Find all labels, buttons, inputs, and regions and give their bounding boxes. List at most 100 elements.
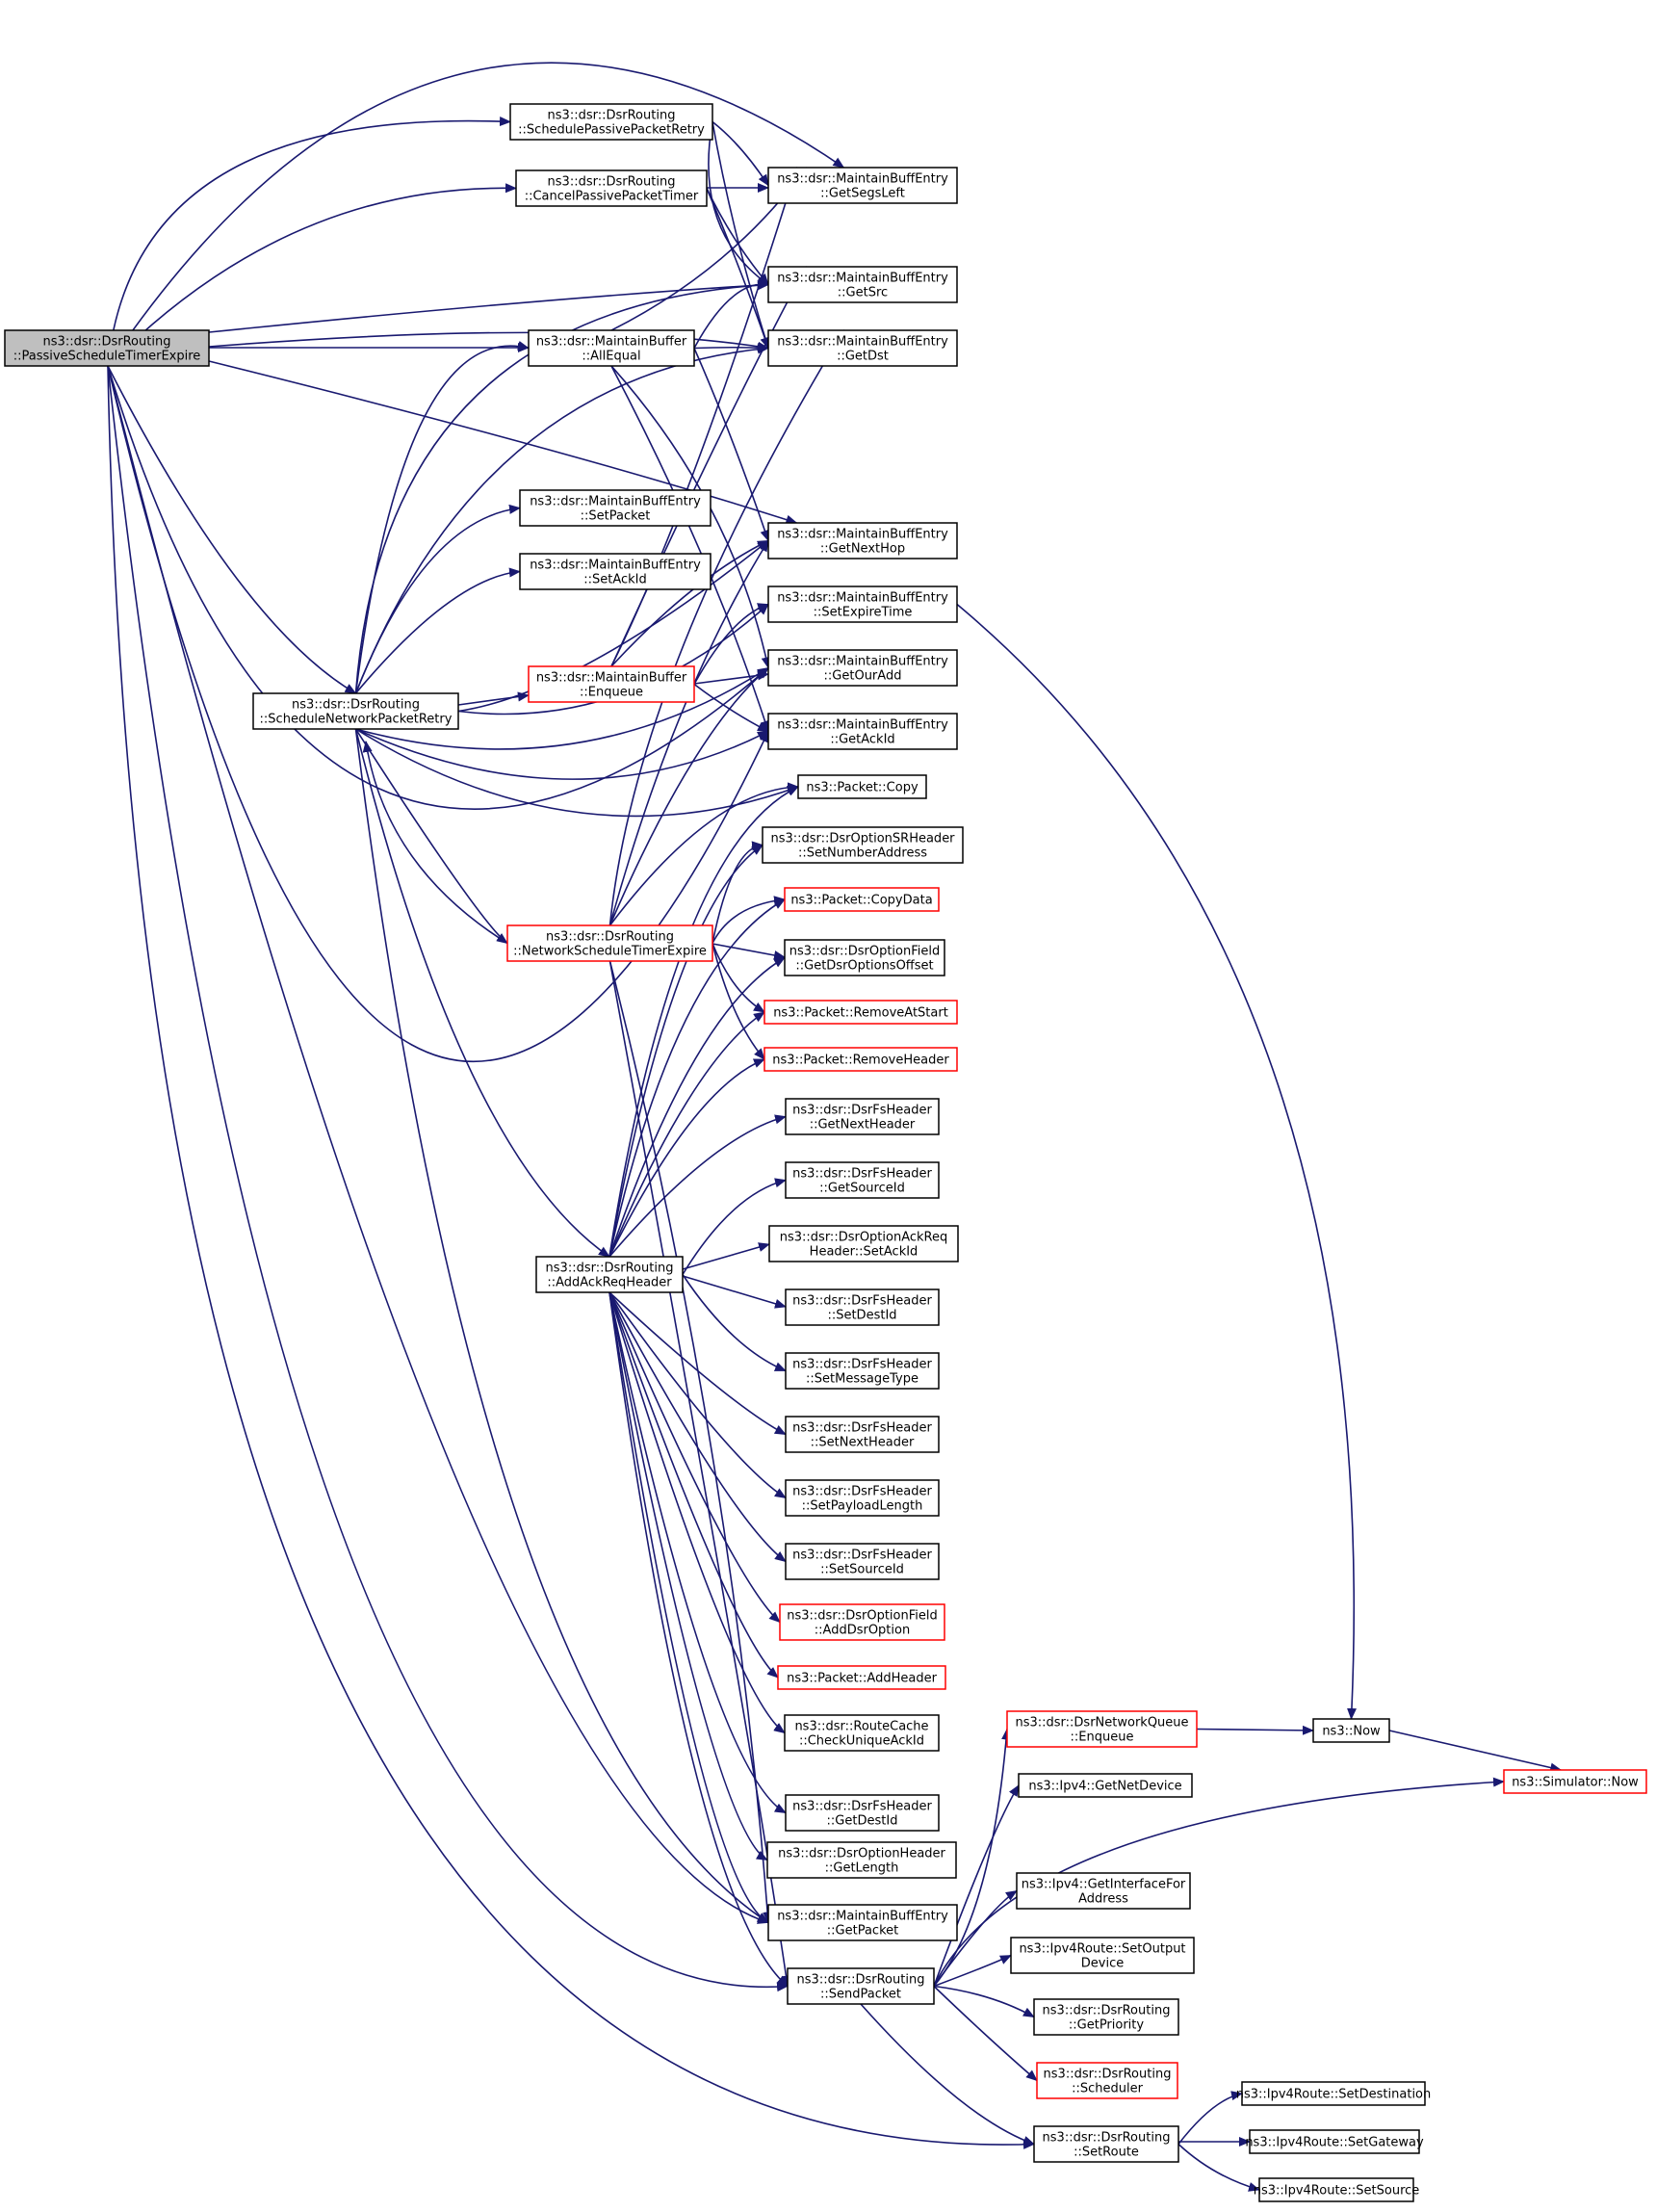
node-label: ns3::dsr::DsrRouting xyxy=(1043,2131,1171,2146)
call-edge xyxy=(608,1291,781,1624)
call-edge xyxy=(610,539,769,667)
node-label: ::GetDestId xyxy=(827,1814,898,1829)
node-getSrc[interactable]: ns3::dsr::MaintainBuffEntry::GetSrc xyxy=(767,266,958,303)
node-getPriority[interactable]: ns3::dsr::DsrRouting::GetPriority xyxy=(1033,1998,1179,2036)
node-enqueue[interactable]: ns3::dsr::MaintainBuffer::Enqueue xyxy=(528,665,695,703)
function-nodes: ns3::dsr::DsrRouting::PassiveScheduleTim… xyxy=(4,103,1647,2202)
node-setExpire[interactable]: ns3::dsr::MaintainBuffEntry::SetExpireTi… xyxy=(767,586,958,623)
node-box xyxy=(767,329,958,367)
node-schedPassive[interactable]: ns3::dsr::DsrRouting::SchedulePassivePac… xyxy=(509,103,713,141)
node-checkAck[interactable]: ns3::dsr::RouteCache::CheckUniqueAckId xyxy=(784,1714,940,1752)
node-setGateway[interactable]: ns3::Ipv4Route::SetGateway xyxy=(1245,2129,1424,2154)
node-cancelPassive[interactable]: ns3::dsr::DsrRouting::CancelPassivePacke… xyxy=(515,169,708,207)
node-schedNet[interactable]: ns3::dsr::DsrRouting::ScheduleNetworkPac… xyxy=(252,692,459,730)
node-box xyxy=(528,329,695,367)
node-setPacket[interactable]: ns3::dsr::MaintainBuffEntry::SetPacket xyxy=(519,489,712,527)
node-setMsgType[interactable]: ns3::dsr::DsrFsHeader::SetMessageType xyxy=(785,1352,940,1390)
call-edge xyxy=(354,341,530,694)
node-setDest[interactable]: ns3::Ipv4Route::SetDestination xyxy=(1236,2081,1432,2106)
node-box xyxy=(767,713,958,750)
node-getPacket[interactable]: ns3::dsr::MaintainBuffEntry::GetPacket xyxy=(767,1904,958,1941)
node-getSourceId[interactable]: ns3::dsr::DsrFsHeader::GetSourceId xyxy=(785,1161,940,1199)
node-box xyxy=(784,887,940,912)
node-addDsrOpt[interactable]: ns3::dsr::DsrOptionField::AddDsrOption xyxy=(779,1603,945,1641)
node-copyData[interactable]: ns3::Packet::CopyData xyxy=(784,887,940,912)
node-getAckId[interactable]: ns3::dsr::MaintainBuffEntry::GetAckId xyxy=(767,713,958,750)
node-label: ::CancelPassivePacketTimer xyxy=(525,190,699,204)
node-label: ns3::dsr::DsrFsHeader xyxy=(792,1800,932,1814)
node-box xyxy=(767,649,958,687)
node-netQEnq[interactable]: ns3::dsr::DsrNetworkQueue::Enqueue xyxy=(1006,1710,1198,1748)
node-setPayload[interactable]: ns3::dsr::DsrFsHeader::SetPayloadLength xyxy=(785,1479,940,1517)
node-scheduler[interactable]: ns3::dsr::DsrRouting::Scheduler xyxy=(1036,2062,1178,2099)
node-label: ::SetSourceId xyxy=(820,1563,904,1577)
node-setAckIdReq[interactable]: ns3::dsr::DsrOptionAckReqHeader::SetAckI… xyxy=(768,1225,959,1262)
node-netSched[interactable]: ns3::dsr::DsrRouting::NetworkScheduleTim… xyxy=(506,924,713,962)
node-label: ns3::dsr::MaintainBuffEntry xyxy=(777,591,948,606)
node-setNextHeader[interactable]: ns3::dsr::DsrFsHeader::SetNextHeader xyxy=(785,1416,940,1453)
node-label: ns3::Packet::RemoveAtStart xyxy=(773,1006,948,1021)
call-edge xyxy=(956,603,1358,1720)
call-edge xyxy=(608,666,769,926)
node-label: ns3::dsr::DsrOptionField xyxy=(789,945,940,959)
node-label: ns3::dsr::DsrRouting xyxy=(797,1973,925,1988)
node-setRoute[interactable]: ns3::dsr::DsrRouting::SetRoute xyxy=(1033,2125,1179,2163)
call-edge xyxy=(608,1058,765,1258)
node-getLength[interactable]: ns3::dsr::DsrOptionHeader::GetLength xyxy=(766,1841,957,1879)
node-label: ns3::dsr::DsrRouting xyxy=(292,698,420,713)
node-label: ::SendPacket xyxy=(820,1988,901,2002)
node-addAckReq[interactable]: ns3::dsr::DsrRouting::AddAckReqHeader xyxy=(535,1256,684,1293)
node-getOurAdd[interactable]: ns3::dsr::MaintainBuffEntry::GetOurAdd xyxy=(767,649,958,687)
node-getDst[interactable]: ns3::dsr::MaintainBuffEntry::GetDst xyxy=(767,329,958,367)
node-label: ns3::dsr::MaintainBuffer xyxy=(536,671,687,686)
node-setSource[interactable]: ns3::Ipv4Route::SetSource xyxy=(1254,2177,1420,2202)
node-setAckIdE[interactable]: ns3::dsr::MaintainBuffEntry::SetAckId xyxy=(519,553,712,590)
call-edge xyxy=(107,365,1035,2149)
node-label: ns3::dsr::MaintainBuffEntry xyxy=(777,272,948,286)
node-getNextHop[interactable]: ns3::dsr::MaintainBuffEntry::GetNextHop xyxy=(767,522,958,560)
node-box xyxy=(1033,2125,1179,2163)
call-edge xyxy=(1177,2091,1243,2145)
call-edge xyxy=(608,1011,765,1258)
node-box xyxy=(1016,1872,1191,1910)
node-setSourceId[interactable]: ns3::dsr::DsrFsHeader::SetSourceId xyxy=(785,1543,940,1580)
node-now[interactable]: ns3::Now xyxy=(1312,1718,1390,1743)
node-passive[interactable]: ns3::dsr::DsrRouting::PassiveScheduleTim… xyxy=(4,329,210,367)
node-addHeader[interactable]: ns3::Packet::AddHeader xyxy=(777,1665,946,1690)
node-setDestId[interactable]: ns3::dsr::DsrFsHeader::SetDestId xyxy=(785,1288,940,1326)
node-getNetDev[interactable]: ns3::Ipv4::GetNetDevice xyxy=(1018,1773,1193,1798)
node-label: ns3::Simulator::Now xyxy=(1512,1776,1639,1790)
call-edge xyxy=(712,943,765,1013)
node-box xyxy=(506,924,713,962)
call-edge xyxy=(608,1291,787,1563)
node-box xyxy=(787,1967,935,2005)
node-getDsrOff[interactable]: ns3::dsr::DsrOptionField::GetDsrOptionsO… xyxy=(784,939,945,976)
node-simNow[interactable]: ns3::Simulator::Now xyxy=(1503,1769,1647,1794)
node-getSegsLeft[interactable]: ns3::dsr::MaintainBuffEntry::GetSegsLeft xyxy=(767,167,958,204)
node-label: ::GetSourceId xyxy=(819,1182,905,1196)
node-removeAtStart[interactable]: ns3::Packet::RemoveAtStart xyxy=(763,1000,958,1025)
node-getDestId[interactable]: ns3::dsr::DsrFsHeader::GetDestId xyxy=(785,1794,940,1832)
node-setNumAddr[interactable]: ns3::dsr::DsrOptionSRHeader::SetNumberAd… xyxy=(762,826,964,864)
node-box xyxy=(519,489,712,527)
node-label: ns3::dsr::DsrRouting xyxy=(546,930,674,945)
call-edge xyxy=(608,1291,789,1988)
node-box xyxy=(1033,1998,1179,2036)
node-label: ns3::dsr::DsrNetworkQueue xyxy=(1015,1716,1188,1731)
node-label: ns3::Now xyxy=(1322,1725,1381,1739)
node-label: ns3::dsr::DsrOptionAckReq xyxy=(780,1231,948,1245)
call-edge xyxy=(608,1291,768,1861)
node-label: ::GetAckId xyxy=(830,733,894,747)
node-box xyxy=(768,1225,959,1262)
node-allEqual[interactable]: ns3::dsr::MaintainBuffer::AllEqual xyxy=(528,329,695,367)
node-sendPacket[interactable]: ns3::dsr::DsrRouting::SendPacket xyxy=(787,1967,935,2005)
node-copy[interactable]: ns3::Packet::Copy xyxy=(797,774,927,799)
node-getNextHeader[interactable]: ns3::dsr::DsrFsHeader::GetNextHeader xyxy=(785,1098,940,1135)
node-label: ns3::dsr::MaintainBuffer xyxy=(536,335,687,350)
node-removeHeader[interactable]: ns3::Packet::RemoveHeader xyxy=(763,1047,958,1072)
node-box xyxy=(777,1665,946,1690)
call-edge xyxy=(107,183,517,367)
call-edge xyxy=(354,567,521,694)
